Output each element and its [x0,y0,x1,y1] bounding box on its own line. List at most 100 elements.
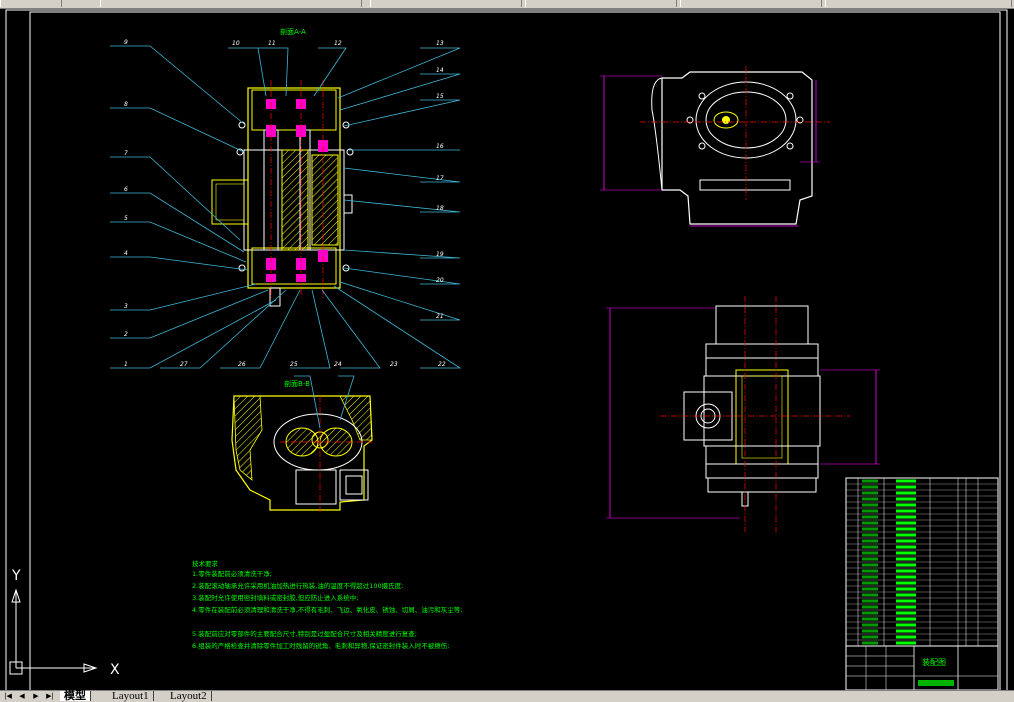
parts-row-code [862,617,878,621]
tech-line-5: 5.装配前应对零部件的主要配合尺寸,特别是过盈配合尺寸及相关精度进行复查; [192,629,417,638]
plotstyle-dropdown[interactable] [825,0,1012,7]
color-dropdown[interactable] [370,0,522,7]
parts-row-text [896,545,916,549]
svg-text:25: 25 [290,361,298,368]
parts-row-text [896,539,916,543]
tab-model[interactable]: 模型 [60,691,91,702]
parts-row-text [896,575,916,579]
parts-row-text [896,629,916,633]
last-tab-button[interactable]: ▶| [46,692,54,700]
toolbar-icons[interactable] [0,0,62,7]
parts-row-text [896,599,916,603]
svg-text:27: 27 [180,361,188,368]
drawing-border-inner [29,11,1001,690]
parts-row-code [862,551,878,555]
parts-row-code [862,527,878,531]
title-block-name: 装配图 [922,657,946,667]
parts-row-code [862,587,878,591]
parts-row-code [862,569,878,573]
ucs-x-label: X [110,662,120,678]
parts-row-text [896,479,916,483]
tech-line-3: 3.装配时允许使用密封填料或密封胶,但应防止进入系统中; [192,593,358,602]
balloon-numbers: 9 8 7 6 5 4 3 2 1 10 11 12 13 14 15 16 1… [124,39,446,368]
parts-row-code [862,593,878,597]
parts-row-code [862,605,878,609]
ucs-icon: Y X [9,568,120,678]
tab-layout2[interactable]: Layout2 [166,691,212,702]
drawing-border-outer [5,9,1008,690]
lineweight-dropdown[interactable] [680,0,822,7]
title-block: 装配图 [845,645,999,690]
svg-text:9: 9 [124,39,128,46]
svg-text:26: 26 [238,361,246,368]
layout-tabs-bar: |◀ ◀ ▶ ▶| 模型 Layout1 Layout2 [0,690,1014,702]
ucs-y-label: Y [11,568,21,584]
parts-list [845,477,999,647]
parts-row-text [896,605,916,609]
tech-line-4: 4.零件在装配前必须清理和清洗干净,不得有毛刺、飞边、氧化皮、锈蚀、切屑、油污和… [192,605,462,614]
parts-row-code [862,515,878,519]
parts-row-text [896,635,916,639]
parts-row-text [896,521,916,525]
parts-row-code [862,641,878,645]
parts-row-code [862,539,878,543]
next-tab-button[interactable]: ▶ [33,692,39,700]
svg-text:23: 23 [390,361,398,368]
parts-row-text [896,491,916,495]
tab-layout1[interactable]: Layout1 [108,691,154,702]
parts-row-text [896,563,916,567]
parts-row-code [862,485,878,489]
first-tab-button[interactable]: |◀ [4,692,12,700]
tech-line-1: 1.零件装配前必须清洗干净; [192,569,272,578]
svg-text:6: 6 [124,186,128,193]
parts-row-code [862,545,878,549]
svg-text:3: 3 [124,303,128,310]
parts-row-code [862,629,878,633]
parts-row-code [862,563,878,567]
parts-row-code [862,497,878,501]
parts-row-text [896,641,916,645]
parts-row-code [862,521,878,525]
svg-text:16: 16 [436,143,444,150]
parts-row-code [862,581,878,585]
parts-row-text [896,527,916,531]
section-a-a: 剖面A-A [211,27,354,307]
parts-row-code [862,503,878,507]
top-toolbar [0,0,1014,9]
layer-dropdown[interactable] [100,0,362,7]
svg-text:7: 7 [124,150,128,157]
parts-row-text [896,509,916,513]
view-side [606,296,880,532]
parts-row-code [862,599,878,603]
svg-text:12: 12 [334,40,342,47]
tech-requirements: 技术要求 1.零件装配前必须清洗干净; 2.装配滚动轴承允许采用机油加热进行热装… [192,559,462,650]
parts-row-code [862,491,878,495]
svg-text:11: 11 [268,40,276,47]
drawing-canvas[interactable]: 剖面A-A [0,8,1014,690]
parts-row-code [862,509,878,513]
svg-text:20: 20 [436,277,444,284]
tech-line-6: 6.组装的严格检查并清除零件加工时残留的锐角、毛刺和异物,保证密封件装入时不被擦… [192,641,449,650]
parts-row-text [896,497,916,501]
svg-text:14: 14 [436,67,444,74]
parts-row-text [896,611,916,615]
prev-tab-button[interactable]: ◀ [19,692,25,700]
svg-text:5: 5 [124,215,128,222]
parts-row-text [896,587,916,591]
parts-row-code [862,635,878,639]
svg-text:22: 22 [438,361,446,368]
section-b-b: 剖面B-B [231,375,373,512]
linetype-dropdown[interactable] [525,0,677,7]
parts-row-text [896,515,916,519]
section-a-title: 剖面A-A [280,27,306,36]
svg-text:13: 13 [436,40,444,47]
svg-text:17: 17 [436,175,444,182]
tech-title: 技术要求 [192,559,219,568]
parts-row-text [896,533,916,537]
svg-text:21: 21 [436,313,444,320]
parts-row-text [896,623,916,627]
svg-text:1: 1 [124,361,128,368]
view-top [600,66,830,227]
parts-row-code [862,575,878,579]
parts-row-text [896,551,916,555]
